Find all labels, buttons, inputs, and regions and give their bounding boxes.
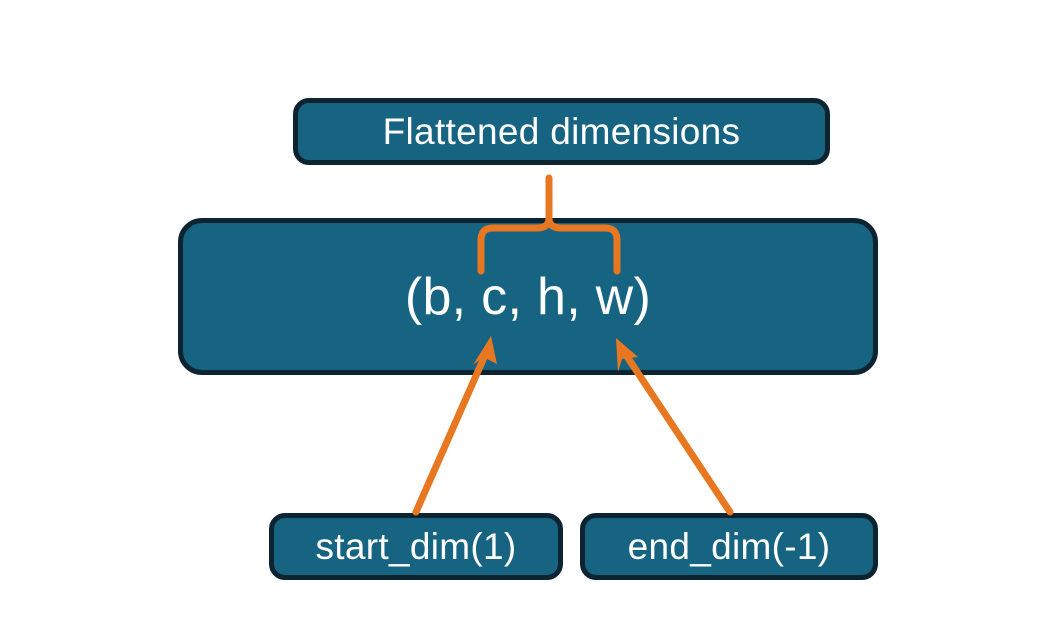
end-dim-label: end_dim(-1): [627, 525, 831, 567]
flattened-dimensions-box: Flattened dimensions: [293, 98, 830, 165]
tensor-shape-label: (b, c, h, w): [404, 267, 652, 326]
start-dim-label: start_dim(1): [315, 525, 517, 567]
end-dim-box: end_dim(-1): [580, 513, 878, 580]
start-dim-box: start_dim(1): [269, 513, 563, 580]
flattened-dimensions-label: Flattened dimensions: [382, 110, 741, 152]
tensor-shape-box: (b, c, h, w): [178, 218, 878, 375]
